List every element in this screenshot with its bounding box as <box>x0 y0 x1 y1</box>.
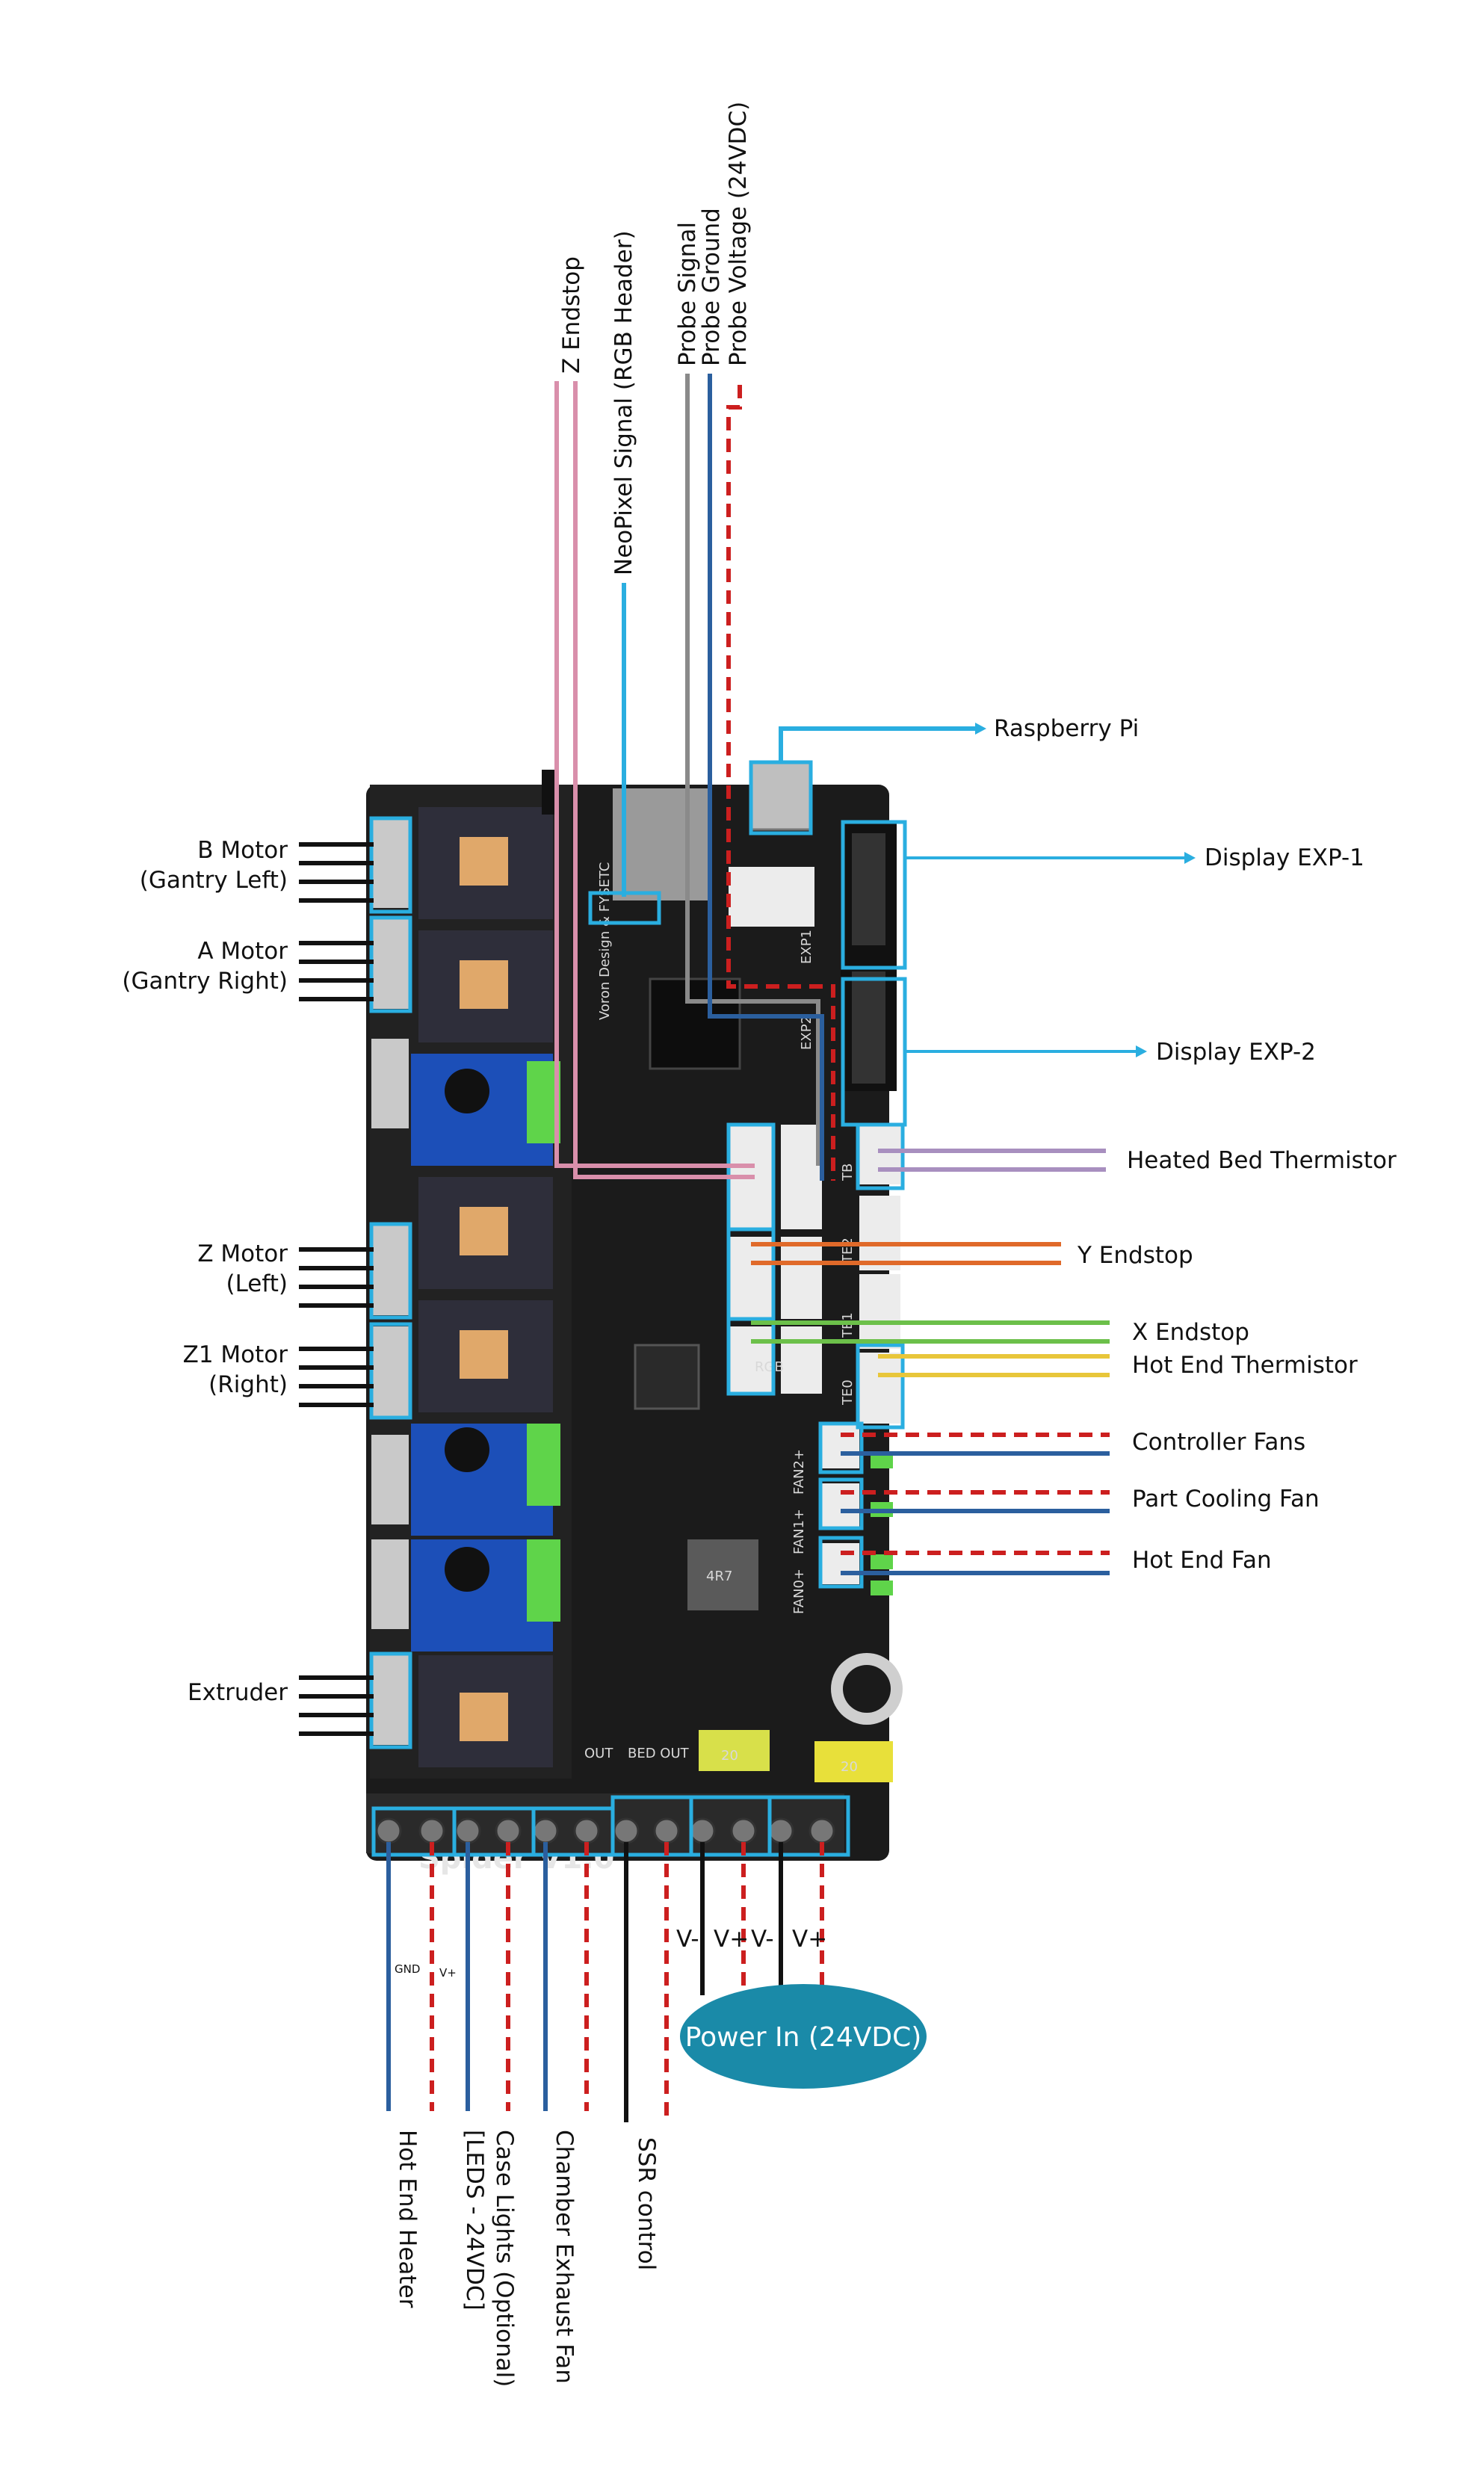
terminal-block <box>366 1793 844 1853</box>
stepper-driver-4 <box>418 1177 553 1289</box>
fan2-silk: FAN2+ <box>791 1449 807 1495</box>
svg-text:20: 20 <box>721 1748 738 1764</box>
motor-connector-extruder <box>371 1655 409 1745</box>
te1-silk: TE1 <box>840 1312 856 1338</box>
label-raspberry-pi: Raspberry Pi <box>994 715 1139 742</box>
labels: Z Endstop NeoPixel Signal (RGB Header) P… <box>122 102 1397 2388</box>
label-part-cooling-fan: Part Cooling Fan <box>1132 1486 1320 1513</box>
tb-silk: TB <box>840 1164 856 1181</box>
fuse-1 <box>699 1730 770 1771</box>
label-gnd: GND <box>395 1962 420 1976</box>
white-connector-4pin <box>729 867 814 927</box>
usb-port <box>749 761 812 831</box>
out-silk: OUT <box>584 1746 613 1761</box>
label-z1-motor-sub: (Right) <box>208 1371 288 1398</box>
reset-button <box>542 770 557 815</box>
inductor-1 <box>634 1344 700 1410</box>
motor-connector-7 <box>371 1539 409 1629</box>
stepper-driver-3 <box>411 1054 560 1166</box>
sd-card-slot <box>613 788 710 900</box>
stepper-driver-1 <box>418 807 553 919</box>
label-case-lights-1: Case Lights (Optional) <box>491 2130 518 2387</box>
rgb-silk: RGB <box>755 1359 784 1375</box>
label-z-motor: Z Motor <box>197 1240 288 1267</box>
label-hot-end-heater: Hot End Heater <box>394 2130 421 2308</box>
stepper-driver-6 <box>411 1424 560 1536</box>
exp2-silk: EXP2 <box>799 1016 814 1050</box>
label-hot-end-fan: Hot End Fan <box>1132 1547 1272 1574</box>
stepper-driver-7 <box>411 1539 560 1652</box>
stepper-driver-8 <box>418 1655 553 1767</box>
te0-silk: TE0 <box>840 1379 856 1406</box>
label-v-minus-2: V- <box>751 1926 774 1953</box>
fan1-silk: FAN1+ <box>791 1509 807 1554</box>
stepper-driver-2 <box>418 930 553 1042</box>
label-probe-signal: Probe Signal <box>674 222 701 366</box>
label-hot-end-thermistor: Hot End Thermistor <box>1132 1352 1358 1379</box>
label-display-exp1: Display EXP-1 <box>1205 844 1364 871</box>
te2-silk: TE2 <box>840 1238 856 1264</box>
label-ssr-control: SSR control <box>633 2137 660 2270</box>
label-y-endstop: Y Endstop <box>1077 1242 1193 1269</box>
label-v-minus-1: V- <box>676 1926 699 1953</box>
label-chamber-exhaust-fan: Chamber Exhaust Fan <box>551 2130 578 2384</box>
label-probe-voltage: Probe Voltage (24VDC) <box>725 102 752 366</box>
spider-board: 4R7 20 20 <box>366 761 903 1876</box>
label-extruder: Extruder <box>188 1679 288 1706</box>
inductor-silk: 4R7 <box>706 1569 732 1584</box>
bed-out-silk: BED OUT <box>628 1746 690 1761</box>
label-a-motor: A Motor <box>197 938 288 965</box>
motor-connector-a <box>371 919 409 1009</box>
mcu-chip <box>649 977 741 1070</box>
stepper-driver-5 <box>418 1300 553 1412</box>
label-z1-motor: Z1 Motor <box>183 1341 288 1368</box>
motor-connector-z1 <box>371 1326 409 1416</box>
inductor-2 <box>687 1539 758 1610</box>
label-b-motor-sub: (Gantry Left) <box>140 867 288 894</box>
motor-connector-z <box>371 1226 409 1315</box>
label-z-motor-sub: (Left) <box>226 1270 288 1297</box>
label-b-motor: B Motor <box>197 837 288 864</box>
label-case-lights-2: [LEDS - 24VDC] <box>461 2130 488 2311</box>
label-display-exp2: Display EXP-2 <box>1156 1039 1316 1066</box>
label-controller-fans: Controller Fans <box>1132 1429 1305 1456</box>
connector-highlights <box>369 760 907 1857</box>
exp1-silk: EXP1 <box>799 930 814 964</box>
brand-silk: Voron Design & FYSETC <box>597 862 613 1020</box>
label-vplus-small: V+ <box>439 1966 457 1980</box>
fuse-2 <box>814 1741 893 1782</box>
label-a-motor-sub: (Gantry Right) <box>122 968 288 995</box>
fan0-silk: FAN0+ <box>791 1569 807 1614</box>
label-neopixel: NeoPixel Signal (RGB Header) <box>610 230 637 575</box>
label-z-endstop: Z Endstop <box>558 256 585 374</box>
label-v-plus-1: V+ <box>714 1926 749 1953</box>
power-in-badge: Power In (24VDC) <box>680 1984 927 2089</box>
motor-connector-6 <box>371 1435 409 1524</box>
label-v-plus-2: V+ <box>792 1926 827 1953</box>
label-x-endstop: X Endstop <box>1132 1319 1249 1346</box>
motor-connector-b <box>371 818 409 908</box>
wires <box>299 374 1196 2122</box>
motor-connector-3 <box>371 1039 409 1128</box>
label-probe-ground: Probe Ground <box>698 208 725 366</box>
svg-text:20: 20 <box>841 1759 858 1775</box>
label-power-in: Power In (24VDC) <box>685 2022 922 2053</box>
label-heated-bed-thermistor: Heated Bed Thermistor <box>1127 1147 1397 1174</box>
